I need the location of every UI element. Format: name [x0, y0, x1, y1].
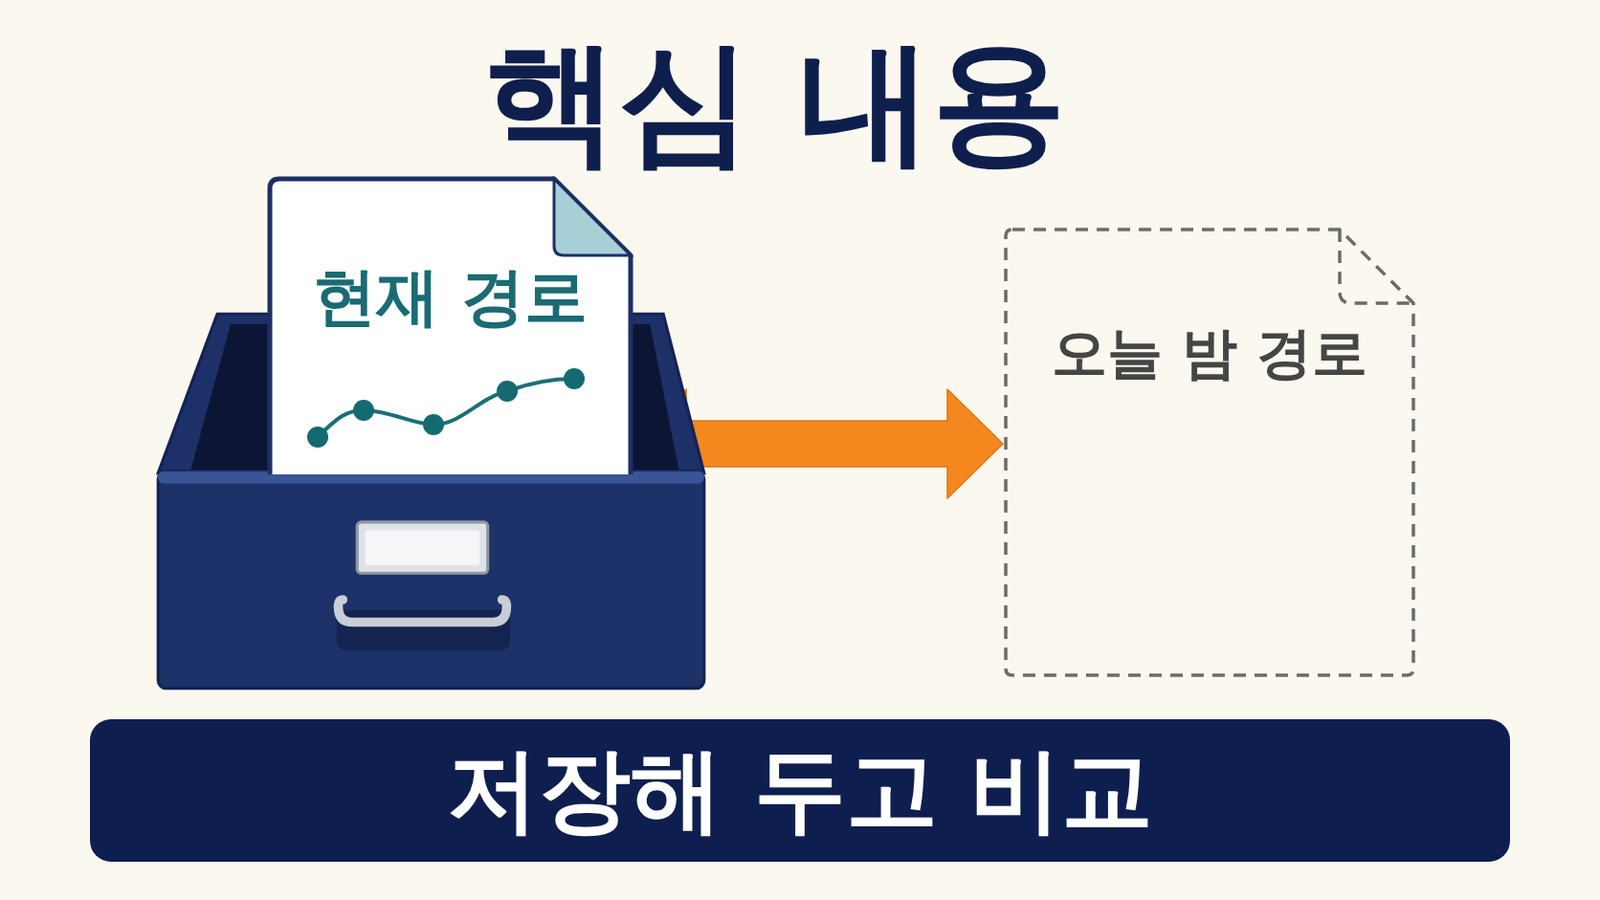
title: 핵심 내용 — [484, 28, 1067, 177]
node-label: 저장해 두고 비교 — [446, 735, 1155, 846]
drawer-handle — [337, 600, 507, 623]
dashed-fold — [1339, 229, 1414, 304]
label-card — [365, 530, 480, 565]
node-label: 현재 경로 — [312, 259, 588, 335]
handle-shadow — [336, 610, 511, 652]
current-route-document: 현재 경로 — [269, 178, 631, 475]
drawer-front — [157, 471, 704, 689]
node-outline — [1002, 226, 1417, 679]
band-fill — [89, 719, 1511, 863]
tonight-route-placeholder: 오늘 밤 경로 — [1002, 226, 1417, 679]
paper-sheet — [269, 178, 631, 475]
dashed-outline — [1005, 229, 1414, 676]
page-fold — [554, 178, 631, 256]
node-label: 오늘 밤 경로 — [1051, 320, 1368, 388]
summary-band: 저장해 두고 비교 — [89, 719, 1511, 863]
label-plate — [356, 522, 488, 574]
